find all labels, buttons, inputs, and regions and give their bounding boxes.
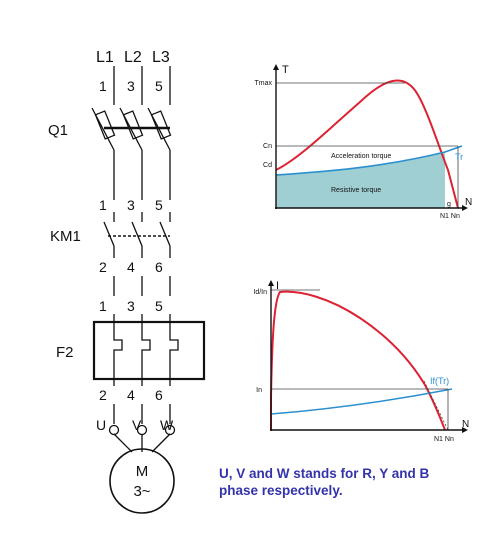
load-torque-curve (275, 145, 463, 176)
tmax-label: Tmax (255, 80, 273, 87)
in-label: In (256, 387, 262, 394)
motor-symbol (109, 448, 175, 514)
f2-overload-relay (92, 314, 206, 386)
line-label-l1: L1 (96, 49, 114, 66)
top-terminal-1: 1 (99, 78, 107, 94)
f2-label: F2 (56, 344, 74, 361)
motor-terminal-u: U (96, 417, 106, 433)
tr-label: Tr (455, 152, 463, 162)
km1-out-terminal-4: 4 (127, 259, 135, 275)
km1-out-terminal-2: 2 (99, 259, 107, 275)
if-tr-label: If(Tr) (430, 376, 449, 386)
power-circuit (91, 66, 206, 514)
motor-label-3phase: 3~ (133, 483, 150, 500)
km1-out-terminal-6: 6 (155, 259, 163, 275)
torque-speed-graph (273, 64, 468, 211)
q1-label: Q1 (48, 122, 68, 139)
load-current-curve (270, 388, 453, 415)
motor-current-curve (270, 290, 446, 431)
line-label-l2: L2 (124, 49, 142, 66)
id-in-label: Id/In (253, 289, 267, 296)
km1-contactor (103, 212, 171, 247)
f2-in-terminal-5: 5 (155, 298, 163, 314)
f2-in-terminal-1: 1 (99, 298, 107, 314)
km1-in-terminal-1: 1 (99, 197, 107, 213)
resistive-torque-label: Resistive torque (331, 187, 381, 194)
q1-breaker (91, 107, 172, 151)
cn-label: Cn (263, 143, 272, 150)
resistive-torque-area (276, 152, 445, 208)
f2-in-terminal-3: 3 (127, 298, 135, 314)
motor-label-m: M (136, 463, 149, 480)
line-label-l3: L3 (152, 49, 170, 66)
current-speed-graph (268, 280, 468, 433)
f2-out-terminal-4: 4 (127, 387, 135, 403)
motor-terminal-w: W (160, 417, 174, 433)
terminal-u (108, 424, 120, 436)
f2-out-terminal-6: 6 (155, 387, 163, 403)
phase-note-line2: phase respectively. (219, 483, 343, 498)
phase-note-line1: U, V and W stands for R, Y and B (219, 466, 430, 481)
f2-out-terminal-2: 2 (99, 387, 107, 403)
current-speed-end-label: N1 Nn (434, 436, 454, 443)
motor-torque-curve (275, 79, 459, 209)
current-speed-axis-label: N (462, 419, 469, 430)
km1-label: KM1 (50, 228, 81, 245)
km1-in-terminal-3: 3 (127, 197, 135, 213)
current-axis-label: I (276, 280, 279, 292)
g-label: g (447, 201, 451, 208)
acceleration-torque-label: Acceleration torque (331, 153, 391, 160)
km1-in-terminal-5: 5 (155, 197, 163, 213)
cd-label: Cd (263, 162, 272, 169)
top-terminal-3: 3 (127, 78, 135, 94)
torque-axis-label: T (282, 64, 289, 76)
motor-terminal-v: V (132, 417, 142, 433)
torque-speed-end-label: N1 Nn (440, 213, 460, 220)
torque-speed-axis-label: N (465, 197, 472, 208)
top-terminal-5: 5 (155, 78, 163, 94)
